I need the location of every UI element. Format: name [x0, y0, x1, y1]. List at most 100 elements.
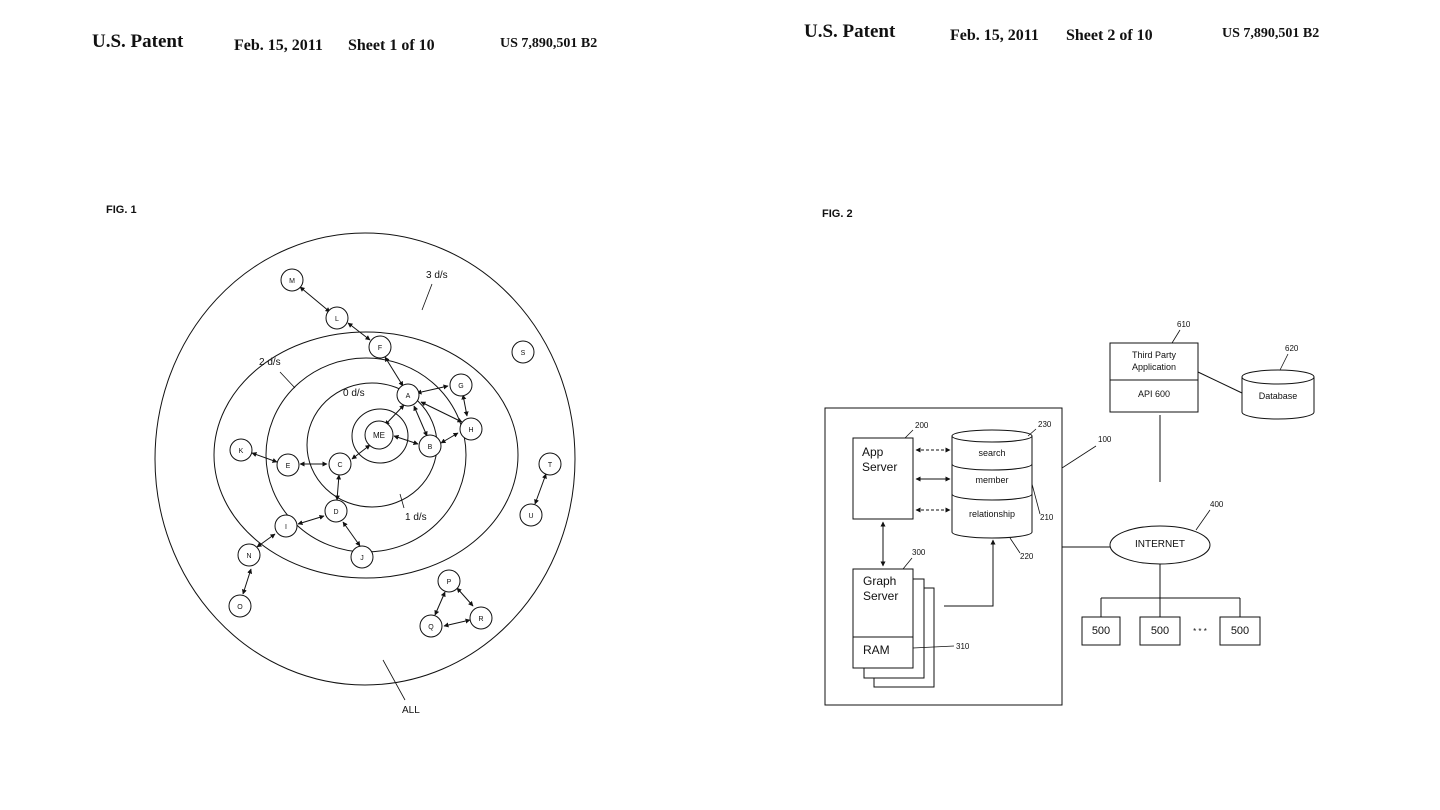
degree-rings: [154, 232, 576, 686]
node-a: A: [396, 383, 420, 407]
svg-text:Q: Q: [428, 624, 434, 631]
svg-text:D: D: [333, 509, 338, 516]
node-k: K: [229, 438, 253, 462]
svg-text:INTERNET: INTERNET: [1135, 539, 1185, 550]
patent-title: U.S. Patent: [804, 21, 896, 42]
client-500-c: 500: [1219, 616, 1261, 646]
node-j: J: [350, 545, 374, 569]
svg-text:Third Party: Third Party: [1132, 350, 1177, 360]
node-u: U: [519, 503, 543, 527]
label-2ds: 2 d/s: [259, 357, 281, 368]
node-t: T: [538, 452, 562, 476]
internet-cloud: INTERNET 400: [1109, 500, 1224, 565]
node-m: M: [280, 268, 304, 292]
sheet1-date: Feb. 15, 2011: [234, 37, 323, 54]
internet-ref: 400: [1210, 500, 1224, 509]
svg-text:B: B: [428, 444, 433, 451]
sheet2-header: U.S. Patent: [804, 21, 895, 43]
node-p: P: [437, 569, 461, 593]
sheet1-header: U.S. Patent: [92, 31, 183, 53]
svg-text:ME: ME: [373, 431, 385, 440]
svg-text:I: I: [285, 524, 287, 531]
ring-all: [154, 232, 576, 686]
label-3ds: 3 d/s: [426, 270, 448, 281]
sheet2-patent-number: US 7,890,501 B2: [1222, 26, 1320, 41]
client-500-a: 500: [1081, 616, 1121, 646]
system-boundary: [824, 407, 1063, 706]
node-d: D: [324, 499, 348, 523]
database-cylinder: search member relationship 230 210 220: [951, 420, 1054, 561]
node-c: C: [328, 452, 352, 476]
db-ref-230: 230: [1038, 420, 1052, 429]
svg-text:M: M: [289, 278, 295, 285]
db-ref-220: 220: [1020, 552, 1034, 561]
graph-server: Graph Server RAM 300 310: [852, 548, 970, 688]
node-o: O: [228, 594, 252, 618]
svg-text:N: N: [246, 553, 251, 560]
figure-2: FIG. 2 100 App Server 200 search member …: [822, 208, 1315, 706]
graph-db-link: [944, 539, 996, 607]
svg-text:O: O: [237, 604, 243, 611]
svg-text:A: A: [406, 393, 411, 400]
db-table-member: member: [975, 475, 1008, 485]
patent-title: U.S. Patent: [92, 31, 184, 52]
node-e: E: [276, 453, 300, 477]
svg-text:P: P: [447, 579, 452, 586]
svg-text:H: H: [468, 427, 473, 434]
svg-text:T: T: [548, 462, 553, 469]
node-l: L: [325, 306, 349, 330]
db-table-search: search: [978, 448, 1005, 458]
db-ref-210: 210: [1040, 513, 1054, 522]
svg-text:500: 500: [1092, 625, 1110, 637]
svg-text:C: C: [337, 462, 342, 469]
api-label: API 600: [1138, 389, 1170, 399]
app-db-links: [880, 447, 951, 567]
svg-text:F: F: [378, 345, 382, 352]
relationship-edges: [241, 286, 547, 628]
client-500-b: 500: [1139, 616, 1181, 646]
node-s: S: [511, 340, 535, 364]
node-f: F: [368, 335, 392, 359]
third-party-application: Third Party Application API 600 610: [1109, 320, 1199, 413]
node-q: Q: [419, 614, 443, 638]
sheet1-patent-number: US 7,890,501 B2: [500, 36, 598, 51]
fig1-nodes: ME A B C D E F G H I J K L M N O P Q R S…: [228, 268, 562, 638]
svg-text:500: 500: [1231, 625, 1249, 637]
label-0ds: 0 d/s: [343, 388, 365, 399]
sheet1-sheet-number: Sheet 1 of 10: [348, 37, 435, 54]
fig2-label: FIG. 2: [822, 208, 853, 220]
leader-lines: [279, 283, 433, 701]
node-r: R: [469, 606, 493, 630]
fig1-label: FIG. 1: [106, 204, 137, 216]
figure-1: FIG. 1 3 d/s 2 d/s 0 d/s 1 d/s ALL: [106, 204, 576, 716]
client-links: [1100, 564, 1241, 617]
node-n: N: [237, 543, 261, 567]
svg-text:Database: Database: [1259, 391, 1298, 401]
ram-ref: 310: [956, 642, 970, 651]
label-1ds: 1 d/s: [405, 512, 427, 523]
node-i: I: [274, 514, 298, 538]
clients-ellipsis: * * *: [1193, 627, 1207, 636]
node-b: B: [418, 434, 442, 458]
api-database-link: [1197, 371, 1243, 394]
svg-text:App: App: [862, 445, 884, 459]
svg-text:Graph: Graph: [863, 574, 896, 588]
ring-3ds: [213, 331, 519, 579]
ram-label: RAM: [863, 643, 890, 657]
svg-text:S: S: [521, 350, 526, 357]
svg-text:U: U: [528, 513, 533, 520]
external-database: Database 620: [1241, 344, 1315, 420]
sheet2-sheet-number: Sheet 2 of 10: [1066, 27, 1153, 44]
svg-text:Application: Application: [1132, 362, 1176, 372]
svg-text:E: E: [286, 463, 291, 470]
svg-text:Server: Server: [863, 589, 898, 603]
node-me: ME: [364, 420, 394, 450]
label-all: ALL: [402, 705, 420, 716]
graph-server-ref: 300: [912, 548, 926, 557]
db-table-relationship: relationship: [969, 509, 1015, 519]
svg-text:K: K: [239, 448, 244, 455]
system-ref: 100: [1098, 435, 1112, 444]
svg-text:J: J: [360, 555, 364, 562]
svg-text:G: G: [458, 383, 463, 390]
